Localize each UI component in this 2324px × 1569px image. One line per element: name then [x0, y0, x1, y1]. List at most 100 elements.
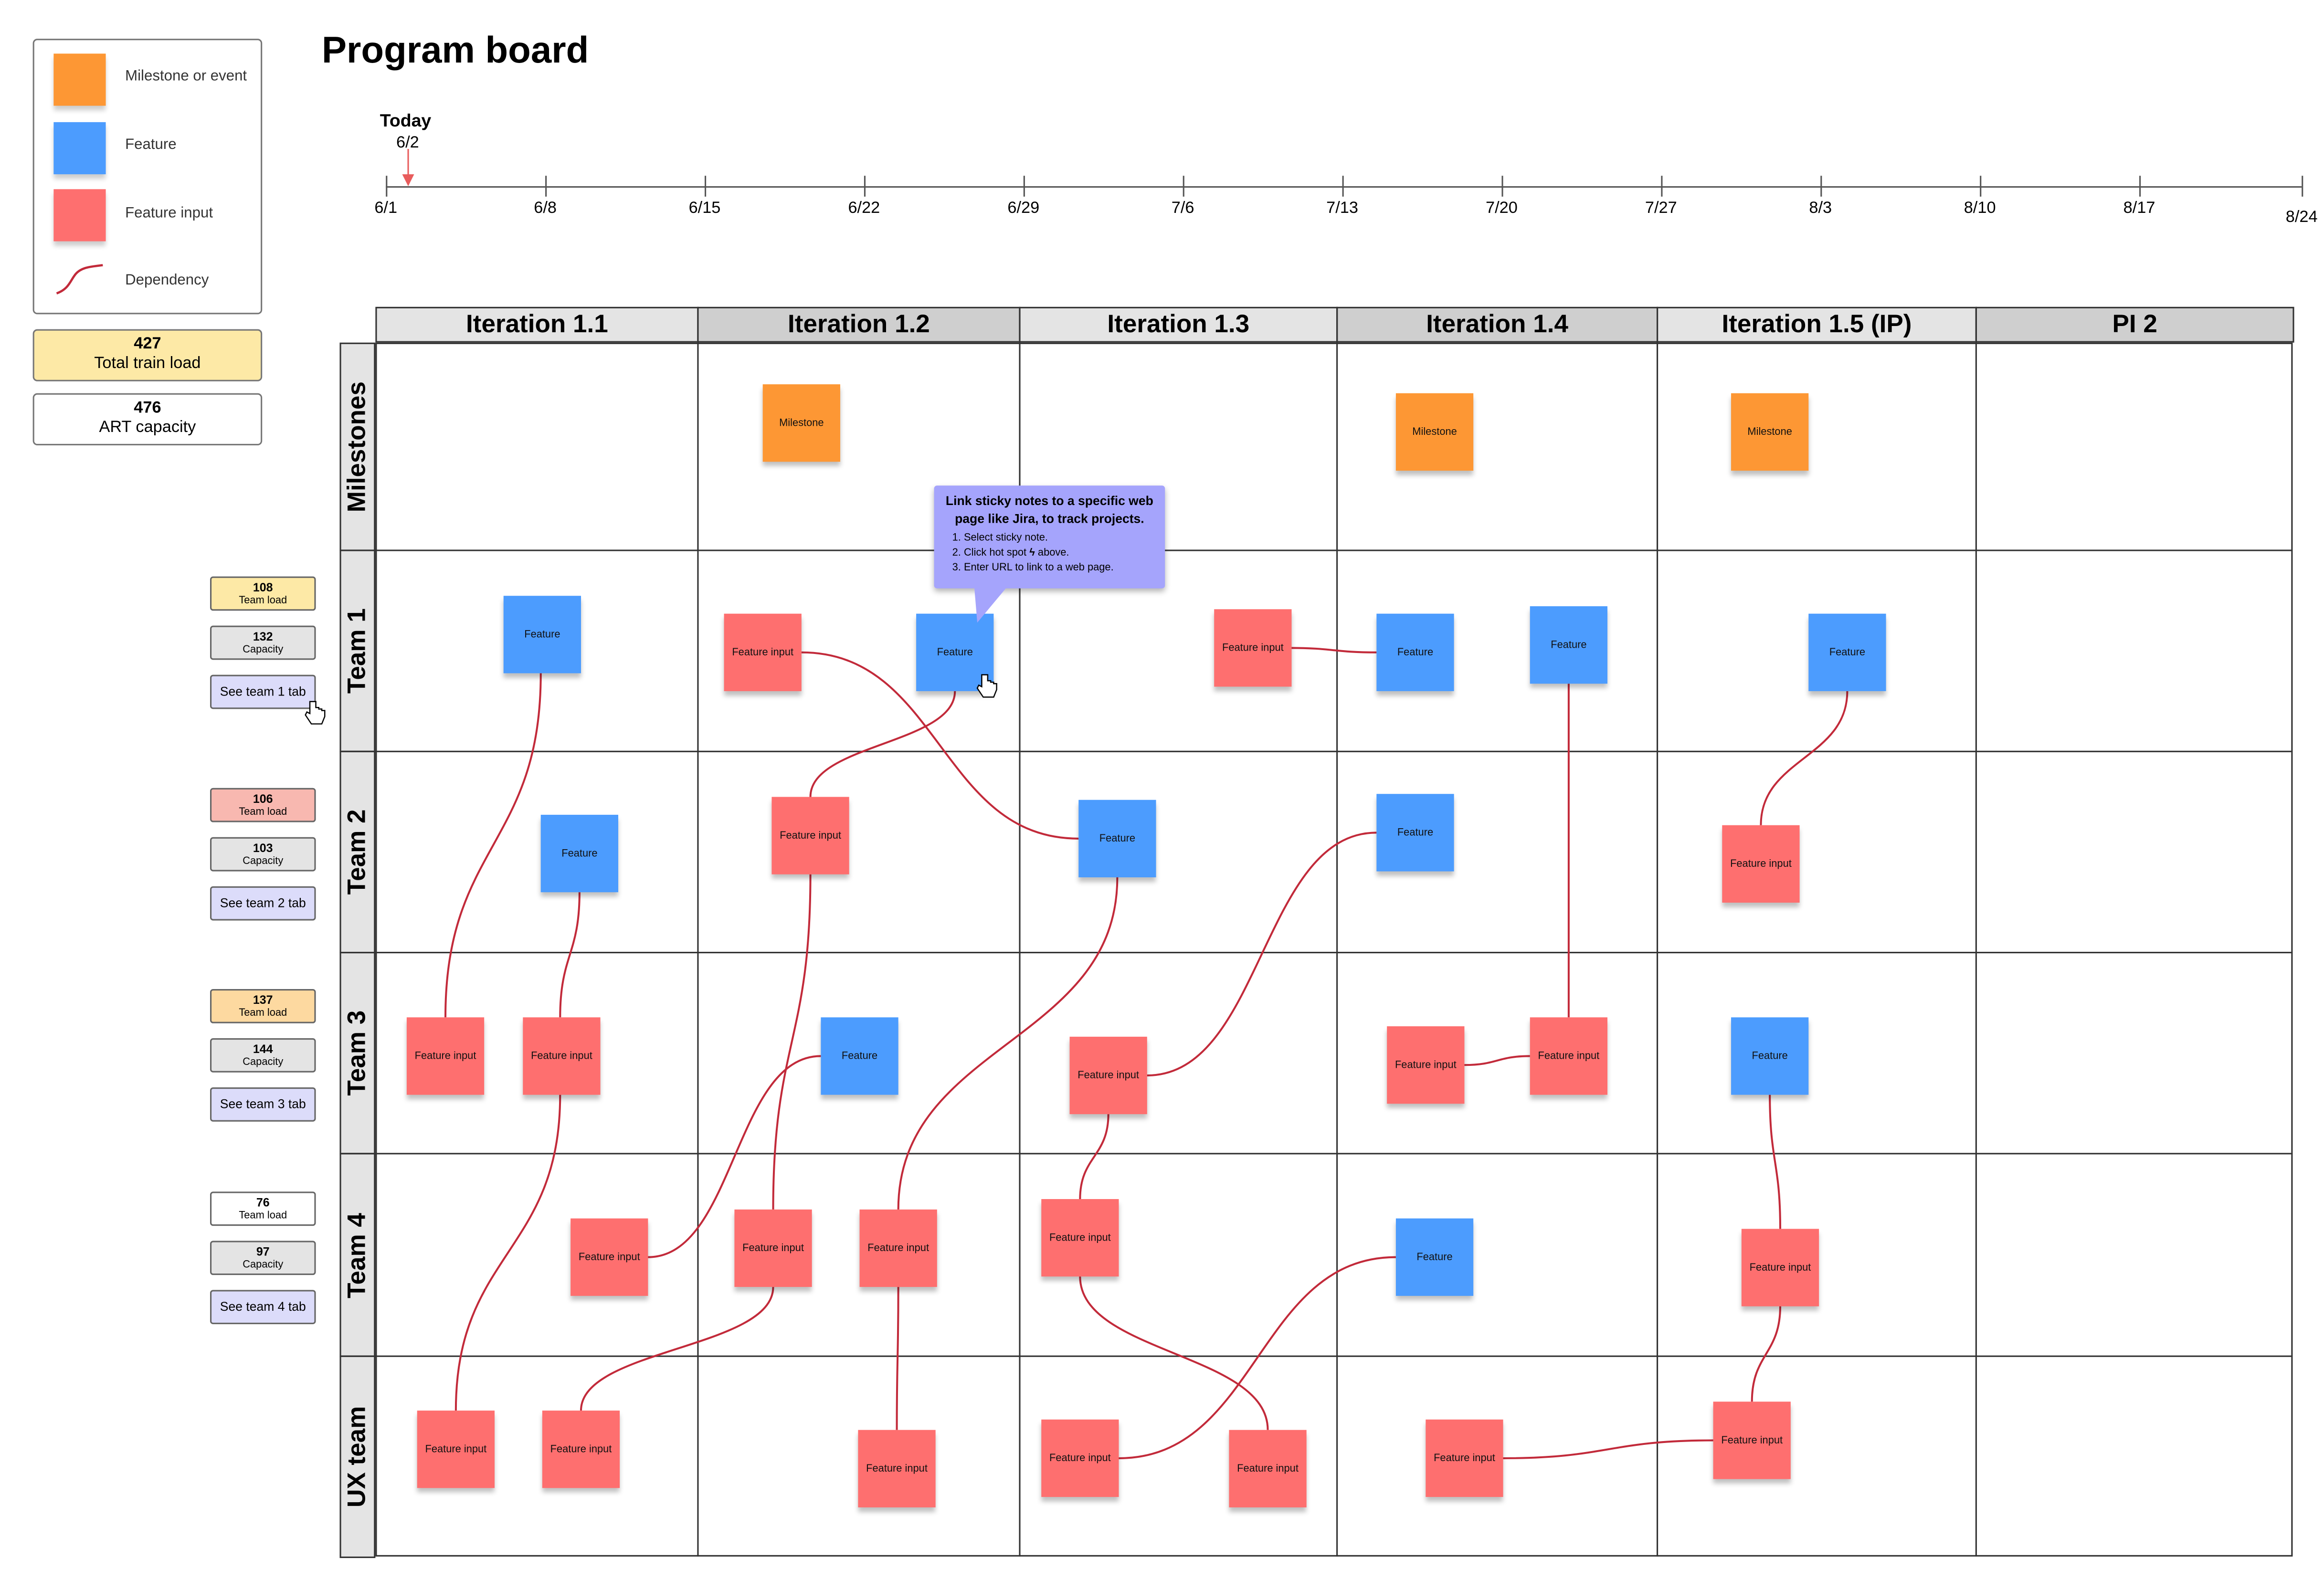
timeline-tick: [864, 176, 866, 197]
feature-input-sticky[interactable]: Feature input: [859, 1209, 937, 1287]
column-header: Iteration 1.1: [375, 306, 699, 343]
feature-sticky[interactable]: Feature: [1395, 1218, 1474, 1296]
feature-input-sticky[interactable]: Feature input: [771, 797, 849, 874]
team-load-label: Team load: [239, 807, 287, 818]
feature-sticky[interactable]: Feature: [1731, 1017, 1809, 1095]
milestone-sticky[interactable]: Milestone: [1395, 393, 1474, 471]
today-date: 6/2: [396, 134, 419, 152]
see-team-tab-button[interactable]: See team 3 tab: [210, 1087, 316, 1122]
timeline-tick: [1980, 176, 1982, 197]
timeline-tick-label: 7/27: [1645, 200, 1677, 218]
timeline-tick: [1661, 176, 1663, 197]
dependency-line: [559, 892, 581, 1018]
legend-feature: Feature: [125, 137, 177, 154]
row-divider: [339, 1153, 2293, 1155]
team-capacity-label: Capacity: [243, 1260, 284, 1271]
milestone-sticky[interactable]: Milestone: [762, 384, 840, 462]
feature-input-sticky[interactable]: Feature input: [1041, 1199, 1119, 1277]
feature-sticky[interactable]: Feature: [821, 1017, 898, 1095]
dependency-line: [1079, 1114, 1109, 1200]
feature-sticky[interactable]: Feature: [1376, 613, 1454, 691]
feature-input-sticky[interactable]: Feature input: [724, 613, 802, 691]
feature-input-sticky[interactable]: Feature input: [1229, 1430, 1307, 1507]
timeline-tick: [2302, 176, 2303, 197]
feature-input-sticky[interactable]: Feature input: [1069, 1036, 1147, 1115]
team-capacity-label: Capacity: [243, 856, 284, 867]
tooltip-step-1: Select sticky note.: [964, 532, 1165, 547]
dependency-line: [1503, 1439, 1713, 1459]
see-team-tab-button[interactable]: See team 4 tab: [210, 1290, 316, 1325]
timeline-tick: [1023, 176, 1025, 197]
milestone-sticky[interactable]: Milestone: [1731, 393, 1809, 471]
column-divider: [1336, 306, 1338, 1557]
dependency-line: [1464, 1055, 1530, 1066]
dependency-icon: [56, 264, 103, 295]
feature-input-sticky[interactable]: Feature input: [1741, 1229, 1819, 1306]
dependency-line: [1290, 647, 1377, 653]
feature-sticky[interactable]: Feature: [1530, 606, 1608, 684]
tooltip-step-2: Click hot spot ϟ above.: [964, 547, 1165, 561]
timeline-tick-label: 6/22: [848, 200, 880, 218]
column-header: Iteration 1.2: [697, 306, 1021, 343]
row-divider: [339, 750, 2293, 752]
legend-feature-input: Feature input: [125, 205, 213, 222]
row-divider: [339, 1355, 2293, 1357]
row-header: Team 1: [339, 549, 376, 752]
team-load-label: Team load: [239, 1008, 287, 1019]
see-team-tab-button[interactable]: See team 1 tab: [210, 674, 316, 709]
feature-sticky[interactable]: Feature: [540, 814, 619, 893]
feature-input-sticky[interactable]: Feature input: [1214, 609, 1292, 687]
tooltip-tail: [974, 587, 1007, 623]
feature-sticky[interactable]: Feature: [503, 596, 581, 674]
timeline-tick: [386, 176, 388, 197]
team-load-label: Team load: [239, 596, 287, 607]
feature-input-sticky[interactable]: Feature input: [1713, 1401, 1791, 1479]
feature-input-sticky[interactable]: Feature input: [734, 1209, 812, 1287]
hand-cursor-icon: [305, 701, 326, 725]
feature-input-sticky[interactable]: Feature input: [1426, 1419, 1503, 1497]
feature-input-sticky[interactable]: Feature input: [1041, 1419, 1119, 1497]
dependency-line: [1079, 1276, 1269, 1430]
legend-milestone: Milestone or event: [125, 68, 247, 85]
legend: Milestone or event Feature Feature input…: [32, 39, 263, 315]
timeline-tick-label: 7/6: [1171, 200, 1194, 218]
see-team-tab-button[interactable]: See team 2 tab: [210, 886, 316, 921]
feature-input-sticky[interactable]: Feature input: [406, 1017, 485, 1095]
timeline-tick: [2139, 176, 2141, 197]
feature-input-sticky[interactable]: Feature input: [523, 1017, 601, 1095]
timeline-tick: [1183, 176, 1184, 197]
dependency-line: [897, 877, 1119, 1210]
feature-input-sticky[interactable]: Feature input: [1722, 825, 1800, 903]
column-header: Iteration 1.5 (IP): [1656, 306, 1977, 343]
tooltip-step-3: Enter URL to link to a web page.: [964, 561, 1165, 576]
feature-sticky[interactable]: Feature: [1078, 800, 1156, 877]
lightning-icon: ϟ: [1029, 548, 1035, 559]
dependency-line: [1760, 691, 1849, 825]
feature-input-sticky[interactable]: Feature input: [417, 1411, 495, 1488]
feature-input-sticky[interactable]: Feature input: [1530, 1017, 1608, 1095]
team-capacity-value: 144: [253, 1042, 273, 1056]
train-load-label: Total train load: [94, 354, 201, 373]
feature-sticky[interactable]: Feature: [1808, 613, 1886, 691]
feature-sticky[interactable]: Feature: [1376, 794, 1454, 872]
feature-input-sticky[interactable]: Feature input: [542, 1411, 620, 1488]
capacity-label: ART capacity: [99, 418, 196, 437]
column-divider: [1975, 306, 1977, 1557]
feature-sticky[interactable]: Feature: [916, 613, 994, 691]
page-title: Program board: [322, 30, 589, 72]
timeline-tick: [1342, 176, 1344, 197]
step-2-text-end: above.: [1037, 548, 1069, 559]
feature-input-sticky[interactable]: Feature input: [570, 1218, 648, 1296]
timeline-tick-label: 6/15: [688, 200, 721, 218]
feature-input-sticky[interactable]: Feature input: [858, 1430, 936, 1507]
row-divider: [339, 549, 2293, 551]
team-capacity-label: Capacity: [243, 645, 284, 656]
feature-input-sticky[interactable]: Feature input: [1387, 1026, 1465, 1104]
dependency-line: [801, 651, 1079, 840]
